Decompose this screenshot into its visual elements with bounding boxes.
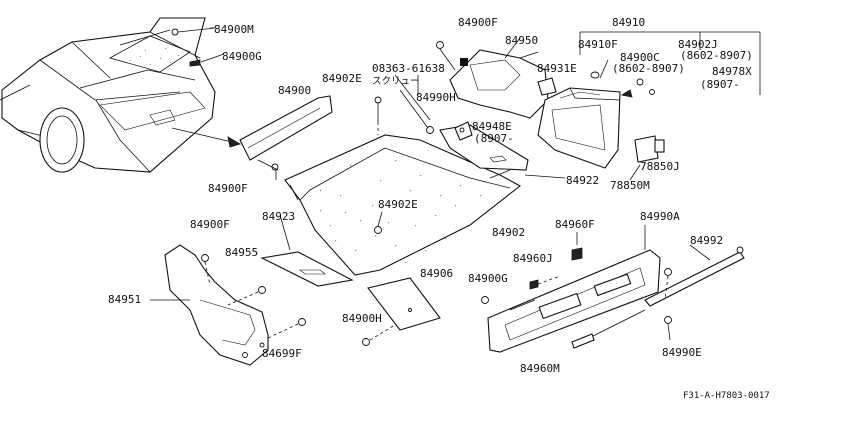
label-84900: 84900 xyxy=(278,84,311,97)
part-84992-rod xyxy=(571,246,745,349)
clip-84900h xyxy=(362,324,396,346)
label-84902j: 84902J xyxy=(678,38,718,51)
pointer-arrow xyxy=(171,127,241,148)
label-84906: 84906 xyxy=(420,267,453,280)
label-84931e: 84931E xyxy=(537,62,577,75)
label-84951: 84951 xyxy=(108,293,141,306)
clip-84960f xyxy=(571,232,583,261)
label-8602-8907-b: (8602-8907) xyxy=(680,49,753,62)
label-84960j: 84960J xyxy=(513,252,553,265)
part-84951 xyxy=(150,244,269,366)
label-78850j: 78850J xyxy=(640,160,680,173)
label-78850m: 78850M xyxy=(610,179,650,192)
label-8907-right: (8907- xyxy=(700,78,740,91)
label-84900f-left: 84900F xyxy=(208,182,248,195)
label-84960f: 84960F xyxy=(555,218,595,231)
clip-84960j xyxy=(529,275,561,290)
label-84950: 84950 xyxy=(505,34,538,47)
clip-84902e-top xyxy=(374,96,382,135)
label-84978x: 84978X xyxy=(712,65,752,78)
label-84948e: 84948E xyxy=(472,120,512,133)
label-screw-jp: スクリュー xyxy=(372,76,420,87)
label-84900c: 84900C xyxy=(620,51,660,64)
screw-08363 xyxy=(394,74,434,134)
clip-84900m xyxy=(171,27,216,36)
bracket-84948e xyxy=(454,121,473,141)
clip-84699f xyxy=(267,318,306,339)
part-78850 xyxy=(629,135,665,181)
part-84960m xyxy=(481,249,661,353)
part-labels: 84900M 84900G 84900 84902E 84900F 84950 … xyxy=(108,16,770,401)
part-84906 xyxy=(367,277,441,331)
clips-84910-group xyxy=(590,59,655,98)
label-84902: 84902 xyxy=(492,226,525,239)
label-84910f: 84910F xyxy=(578,38,618,51)
label-84900g-top: 84900G xyxy=(222,50,262,63)
bracket-84910 xyxy=(579,31,761,95)
label-84902e-top: 84902E xyxy=(322,72,362,85)
label-84900f-top: 84900F xyxy=(458,16,498,29)
label-84923: 84923 xyxy=(262,210,295,223)
label-84902e-mid: 84902E xyxy=(378,198,418,211)
label-84910: 84910 xyxy=(612,16,645,29)
clip-84990e xyxy=(664,316,672,341)
label-84990e: 84990E xyxy=(662,346,702,359)
label-84900f-mid: 84900F xyxy=(190,218,230,231)
part-84902-floor-mat xyxy=(284,134,521,276)
clip-84955 xyxy=(227,286,266,306)
label-84990a: 84990A xyxy=(640,210,680,223)
label-84900m: 84900M xyxy=(214,23,254,36)
clip-84900f-mid xyxy=(201,254,211,286)
label-8907-mid: (8907- xyxy=(474,132,514,145)
label-84990h: 84990H xyxy=(416,91,456,104)
part-84910 xyxy=(537,87,621,169)
label-84900g-mid: 84900G xyxy=(468,272,508,285)
label-84960m: 84960M xyxy=(520,362,560,375)
label-84900h: 84900H xyxy=(342,312,382,325)
footer-code: F31-A-H7803-0017 xyxy=(683,391,770,401)
clip-84931e xyxy=(537,77,557,96)
clip-84902e-mid xyxy=(374,211,383,234)
label-84922: 84922 xyxy=(566,174,599,187)
screw-84900g xyxy=(189,53,225,67)
label-84699f: 84699F xyxy=(262,347,302,360)
part-84950 xyxy=(436,41,549,119)
clip-84990a xyxy=(664,268,672,301)
label-84955: 84955 xyxy=(225,246,258,259)
label-08363: 08363-61638 xyxy=(372,62,445,75)
label-8602-8907-a: (8602-8907) xyxy=(612,62,685,75)
label-84992: 84992 xyxy=(690,234,723,247)
part-84923 xyxy=(260,251,354,287)
leader-lines xyxy=(210,27,711,311)
part-84900 xyxy=(239,95,333,171)
car-illustration xyxy=(0,17,216,173)
